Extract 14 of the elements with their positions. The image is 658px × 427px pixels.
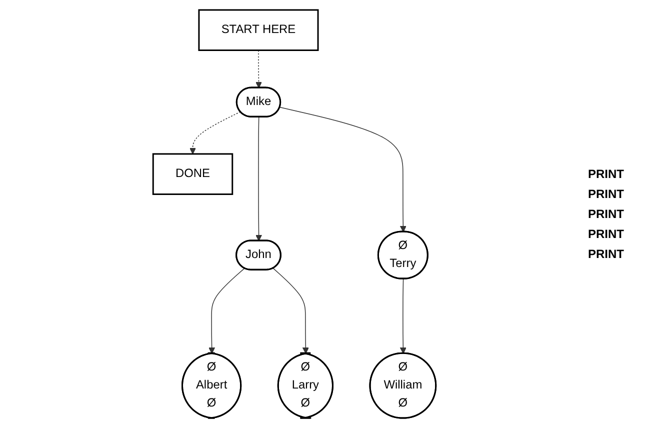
- node-box: START HERE: [198, 8, 318, 50]
- arrow: [279, 106, 406, 232]
- arrow: [272, 267, 308, 354]
- print-label: PRINT: [588, 186, 625, 200]
- print-label: PRINT: [588, 246, 625, 260]
- arrow: [208, 267, 244, 354]
- arrow: [254, 49, 262, 88]
- node-box: DONE: [152, 152, 233, 194]
- print-label: PRINT: [588, 226, 625, 240]
- arrow: [255, 116, 262, 241]
- print-label: PRINT: [588, 166, 625, 180]
- arrow: [399, 278, 406, 354]
- print-label: PRINT: [588, 206, 625, 220]
- arrow: [188, 110, 240, 154]
